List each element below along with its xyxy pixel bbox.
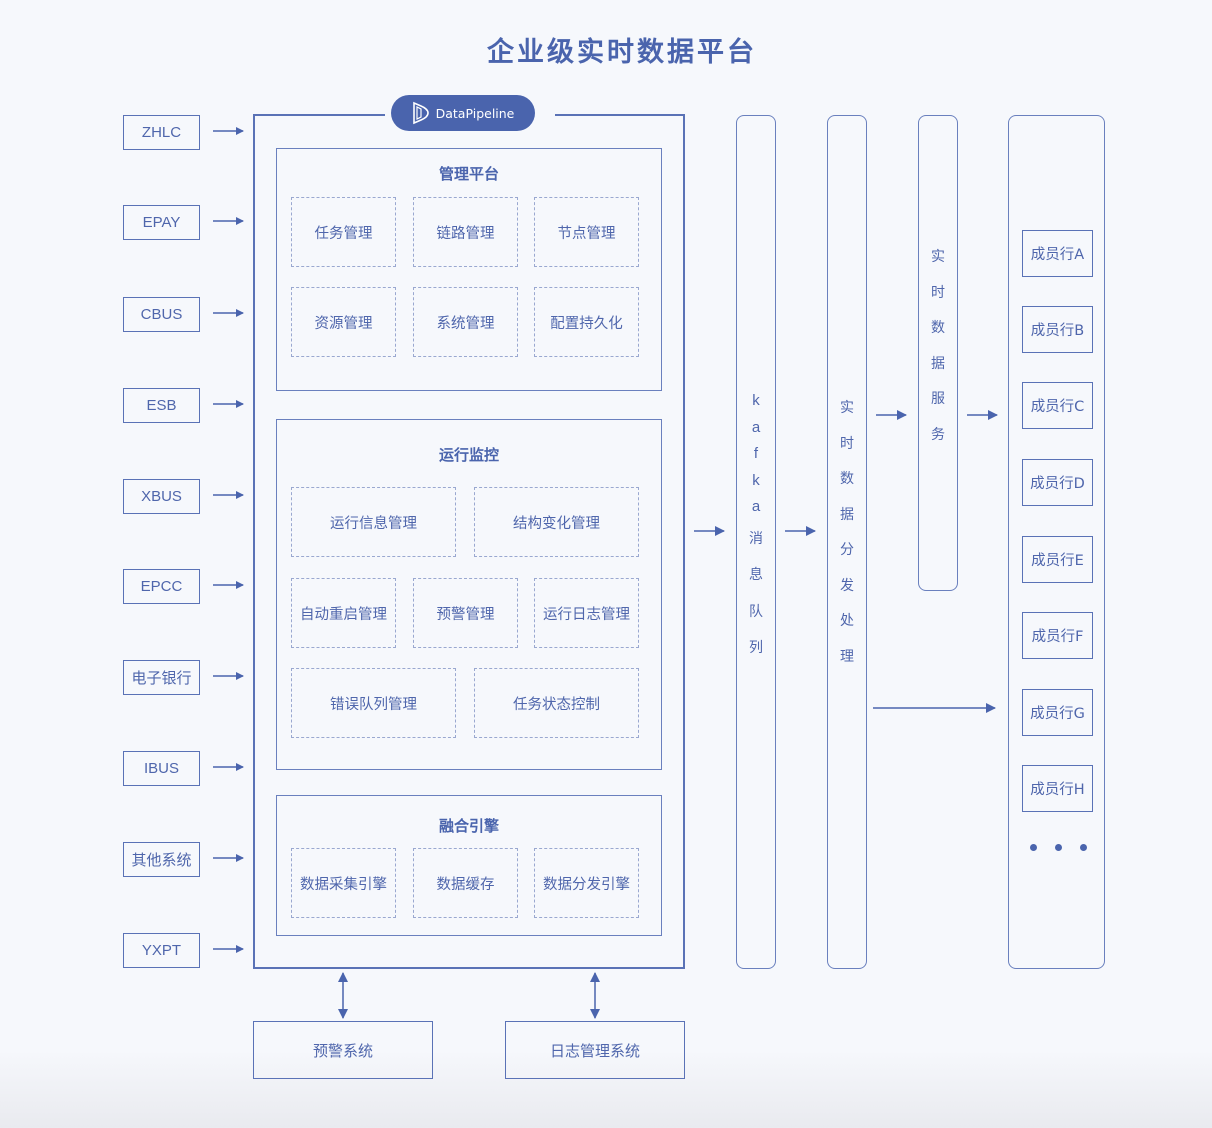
vertical-char: 据 — [840, 506, 854, 523]
source-box: EPCC — [123, 569, 200, 604]
vertical-char: 时 — [840, 435, 854, 452]
module-cell: 错误队列管理 — [291, 668, 456, 738]
source-box: 电子银行 — [123, 660, 200, 695]
module-cell: 数据采集引擎 — [291, 848, 396, 918]
vertical-char: f — [753, 445, 759, 462]
diagram-title: 企业级实时数据平台 — [487, 37, 757, 68]
more-dot-icon — [1055, 844, 1062, 851]
alert-system-box: 预警系统 — [253, 1021, 433, 1079]
more-dot-icon — [1080, 844, 1087, 851]
vertical-char: 数 — [931, 320, 945, 336]
module-cell: 资源管理 — [291, 287, 396, 357]
member-bank-box: 成员行E — [1022, 536, 1093, 583]
vertical-char: 队 — [749, 603, 763, 620]
vertical-char: 务 — [931, 426, 945, 443]
vertical-char: 实 — [840, 400, 854, 416]
runtime-monitoring-section: 运行监控 — [276, 419, 662, 770]
member-bank-box: 成员行G — [1022, 689, 1093, 736]
distribution-label: 实时数据分发处理 — [840, 391, 854, 675]
module-cell: 数据缓存 — [413, 848, 518, 918]
section-title: 融合引擎 — [438, 817, 499, 835]
section-title: 运行监控 — [438, 446, 499, 464]
vertical-char: a — [751, 418, 761, 436]
vertical-char: 实 — [931, 249, 945, 265]
source-box: XBUS — [123, 479, 200, 514]
vertical-char: 发 — [840, 577, 854, 594]
module-cell: 预警管理 — [413, 578, 518, 648]
module-cell: 节点管理 — [534, 197, 639, 267]
source-box: YXPT — [123, 933, 200, 968]
source-box: 其他系统 — [123, 842, 200, 877]
member-bank-box: 成员行C — [1022, 382, 1093, 429]
vertical-char: k — [752, 471, 760, 489]
source-box: EPAY — [123, 205, 200, 240]
member-bank-box: 成员行H — [1022, 765, 1093, 812]
member-bank-box: 成员行D — [1022, 459, 1093, 506]
vertical-char: 息 — [749, 567, 763, 583]
vertical-char: 消 — [749, 530, 763, 547]
section-title: 管理平台 — [438, 165, 499, 183]
vertical-char: k — [752, 392, 760, 409]
module-cell: 系统管理 — [413, 287, 518, 357]
vertical-char: 分 — [840, 542, 854, 558]
vertical-char: a — [751, 498, 761, 515]
source-box: ESB — [123, 388, 200, 423]
module-cell: 结构变化管理 — [474, 487, 639, 557]
module-cell: 运行日志管理 — [534, 578, 639, 648]
datapipeline-logo-icon — [412, 101, 429, 125]
datapipeline-logo: DataPipeline — [391, 95, 535, 131]
vertical-char: 列 — [749, 640, 763, 656]
vertical-char: 数 — [840, 471, 854, 487]
service-label: 实时数据服务 — [931, 240, 945, 453]
module-cell: 链路管理 — [413, 197, 518, 267]
realtime-data-service: 实时数据服务 — [918, 115, 958, 591]
logo-label: DataPipeline — [435, 105, 515, 121]
vertical-char: 据 — [931, 355, 945, 372]
member-bank-box: 成员行F — [1022, 612, 1093, 659]
member-bank-box: 成员行A — [1022, 230, 1093, 277]
module-cell: 配置持久化 — [534, 287, 639, 357]
vertical-char: 处 — [840, 613, 854, 629]
vertical-char: 服 — [931, 391, 945, 407]
realtime-distribution-processing: 实时数据分发处理 — [827, 115, 867, 969]
source-box: IBUS — [123, 751, 200, 786]
source-box: CBUS — [123, 297, 200, 332]
module-cell: 任务管理 — [291, 197, 396, 267]
member-bank-box: 成员行B — [1022, 306, 1093, 353]
module-cell: 运行信息管理 — [291, 487, 456, 557]
vertical-char: 理 — [840, 648, 854, 665]
module-cell: 自动重启管理 — [291, 578, 396, 648]
module-cell: 任务状态控制 — [474, 668, 639, 738]
vertical-char: 时 — [931, 284, 945, 301]
source-box: ZHLC — [123, 115, 200, 150]
fusion-engine-section: 融合引擎 — [276, 795, 662, 936]
management-platform-section: 管理平台 — [276, 148, 662, 391]
member-banks-container — [1008, 115, 1105, 969]
module-cell: 数据分发引擎 — [534, 848, 639, 918]
more-dot-icon — [1030, 844, 1037, 851]
log-management-system-box: 日志管理系统 — [505, 1021, 685, 1079]
